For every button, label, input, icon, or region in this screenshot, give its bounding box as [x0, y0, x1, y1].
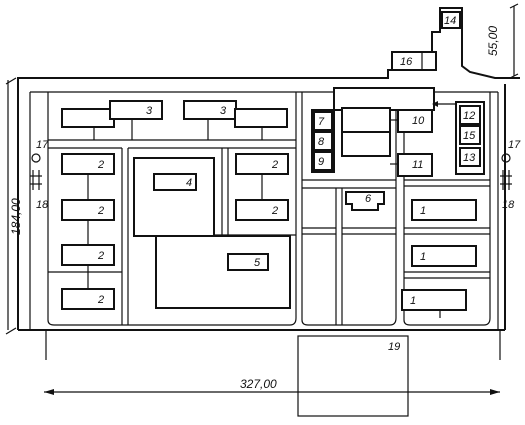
building-1b-label: 1 — [420, 251, 426, 263]
building-2f-label: 2 — [271, 205, 278, 217]
building-7-label: 7 — [318, 116, 325, 128]
building-3a-label: 3 — [146, 105, 153, 117]
building-2a-label: 2 — [97, 159, 104, 171]
building-14 — [441, 11, 461, 29]
building-11 — [397, 153, 433, 177]
building-3a-left — [61, 108, 115, 128]
central-complex: 4 5 — [133, 157, 291, 309]
building-2e — [235, 153, 289, 175]
building-1c-label: 1 — [410, 295, 416, 307]
dimension-vertical: 184,00 — [5, 77, 23, 335]
building-14-label: 14 — [444, 15, 456, 27]
width-dimension-label: 327,00 — [240, 377, 277, 391]
building-16 — [391, 51, 437, 71]
middle-hall-b — [341, 131, 391, 157]
building-4-label: 4 — [186, 177, 192, 189]
left-symbols: 17 18 — [30, 139, 49, 211]
building-6-label: 6 — [365, 193, 372, 205]
symbol-17-right-label: 17 — [508, 139, 521, 151]
symbol-18-left-label: 18 — [36, 199, 49, 211]
building-4-block — [133, 157, 215, 237]
area-19-outline — [297, 335, 409, 417]
building-3b-right — [234, 108, 288, 128]
middle-complex: 7 8 9 10 11 — [311, 87, 458, 177]
symbol-17-left-label: 17 — [36, 139, 49, 151]
building-1-group: 1 1 1 — [401, 199, 477, 318]
building-7 — [313, 111, 333, 131]
building-2f — [235, 199, 289, 221]
building-8-label: 8 — [318, 136, 325, 148]
area-19: 19 — [297, 335, 409, 417]
building-2c-label: 2 — [97, 250, 104, 262]
height-dimension-label: 184,00 — [9, 198, 23, 235]
building-9-label: 9 — [318, 156, 324, 168]
building-3b-left — [183, 100, 237, 120]
building-2e-label: 2 — [271, 159, 278, 171]
building-3a-right — [109, 100, 163, 120]
building-10 — [397, 109, 433, 133]
entry-buildings: 14 16 — [391, 11, 461, 71]
dimension-horizontal: 327,00 — [44, 377, 500, 395]
building-13-label: 13 — [463, 152, 476, 164]
building-2b — [61, 199, 115, 221]
symbol-18-right-label: 18 — [502, 199, 515, 211]
site-boundary — [17, 7, 520, 331]
building-12 — [459, 105, 481, 125]
building-3b-label: 3 — [220, 105, 227, 117]
area-19-label: 19 — [388, 341, 400, 353]
middle-top-wing — [333, 87, 435, 111]
right-symbols: 17 18 — [500, 139, 521, 211]
building-6: 6 — [345, 191, 385, 211]
building-1a-label: 1 — [420, 205, 426, 217]
middle-hall-a — [341, 107, 391, 133]
building-2d — [61, 288, 115, 310]
building-4 — [153, 173, 197, 191]
building-2-group: 2 2 2 2 — [61, 153, 115, 310]
building-1b — [411, 245, 477, 267]
building-15-label: 15 — [463, 130, 476, 142]
building-12-label: 12 — [463, 110, 475, 122]
building-16-label: 16 — [400, 56, 413, 68]
building-1c — [401, 289, 467, 311]
dimension-side: 55,00 — [486, 3, 519, 79]
building-1a — [411, 199, 477, 221]
building-2d-label: 2 — [97, 294, 104, 306]
right-complex: 12 15 13 — [455, 101, 485, 175]
building-2-center-group: 2 2 — [235, 153, 289, 221]
building-2b-label: 2 — [97, 205, 104, 217]
building-5 — [227, 253, 269, 271]
building-8 — [313, 131, 333, 151]
building-5-block — [155, 235, 291, 309]
building-2a — [61, 153, 115, 175]
building-10-label: 10 — [412, 115, 425, 127]
circle-marker-right — [501, 153, 511, 163]
building-3-group: 3 3 — [61, 100, 288, 140]
building-11-label: 11 — [412, 159, 423, 171]
side-dimension-label: 55,00 — [486, 26, 500, 56]
building-9 — [313, 151, 333, 171]
circle-marker-left — [31, 153, 41, 163]
building-15 — [459, 125, 481, 145]
building-13 — [459, 147, 481, 167]
building-5-label: 5 — [254, 257, 261, 269]
building-2c — [61, 244, 115, 266]
